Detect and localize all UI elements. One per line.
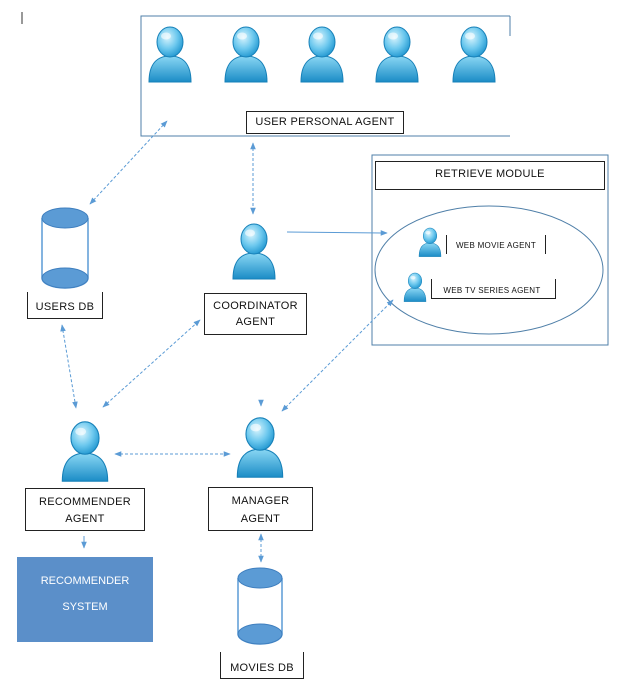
movies-db-box bbox=[220, 652, 304, 679]
recommender-system-block: RECOMMENDER SYSTEM bbox=[17, 557, 153, 642]
user-agents-panel bbox=[140, 15, 510, 137]
manager-agent-label-line1: MANAGER bbox=[231, 495, 290, 507]
arrow-users-db-user-agent bbox=[89, 120, 168, 205]
coordinator-agent-label-line2: AGENT bbox=[235, 316, 276, 328]
recommender-agent-icon bbox=[61, 421, 109, 482]
web-movie-agent-icon bbox=[418, 227, 442, 257]
arrow-users-db-recommender bbox=[60, 324, 78, 409]
web-tv-series-agent-box bbox=[431, 279, 556, 299]
recommender-system-label-line1: RECOMMENDER bbox=[40, 575, 130, 587]
movies-db-label: MOVIES DB bbox=[230, 662, 294, 674]
manager-agent-label-line2: AGENT bbox=[240, 513, 281, 525]
retrieve-module-box bbox=[375, 161, 605, 190]
user-agent-icon-5 bbox=[452, 26, 496, 83]
user-agent-icon-4 bbox=[375, 26, 419, 83]
arrow-recommender-coordinator bbox=[102, 319, 201, 408]
web-tv-series-agent-label: WEB TV SERIES AGENT bbox=[443, 286, 541, 295]
web-tv-series-agent-icon bbox=[403, 272, 427, 302]
users-db-box bbox=[27, 292, 103, 319]
user-agent-icon-1 bbox=[148, 26, 192, 83]
users-db-label: USERS DB bbox=[35, 301, 95, 313]
web-movie-agent-box bbox=[446, 235, 546, 254]
arrow-manager-retrieve bbox=[281, 299, 394, 412]
coordinator-agent-label-line1: COORDINATOR bbox=[213, 300, 298, 312]
retrieve-module-panel bbox=[371, 154, 609, 346]
user-personal-agent-box bbox=[246, 111, 404, 134]
recommender-agent-label-line2: AGENT bbox=[65, 513, 105, 525]
retrieve-module-ellipse bbox=[374, 205, 604, 335]
user-personal-agent-label: USER PERSONAL AGENT bbox=[255, 116, 395, 128]
recommender-agent-label-line1: RECOMMENDER bbox=[39, 496, 131, 508]
web-movie-agent-label: WEB MOVIE AGENT bbox=[455, 241, 537, 250]
user-agent-icon-2 bbox=[224, 26, 268, 83]
movies-db-cylinder-icon bbox=[237, 567, 283, 645]
manager-agent-box bbox=[208, 487, 313, 531]
user-agent-icon-3 bbox=[300, 26, 344, 83]
retrieve-module-label: RETRIEVE MODULE bbox=[435, 168, 545, 180]
users-db-cylinder-icon bbox=[41, 207, 89, 289]
coordinator-agent-icon bbox=[232, 223, 276, 280]
recommender-agent-box bbox=[25, 488, 145, 531]
recommender-system-label-line2: SYSTEM bbox=[62, 601, 108, 613]
coordinator-agent-box bbox=[204, 293, 307, 335]
arrow-coordinator-retrieve bbox=[286, 230, 388, 236]
manager-agent-icon bbox=[236, 417, 284, 478]
